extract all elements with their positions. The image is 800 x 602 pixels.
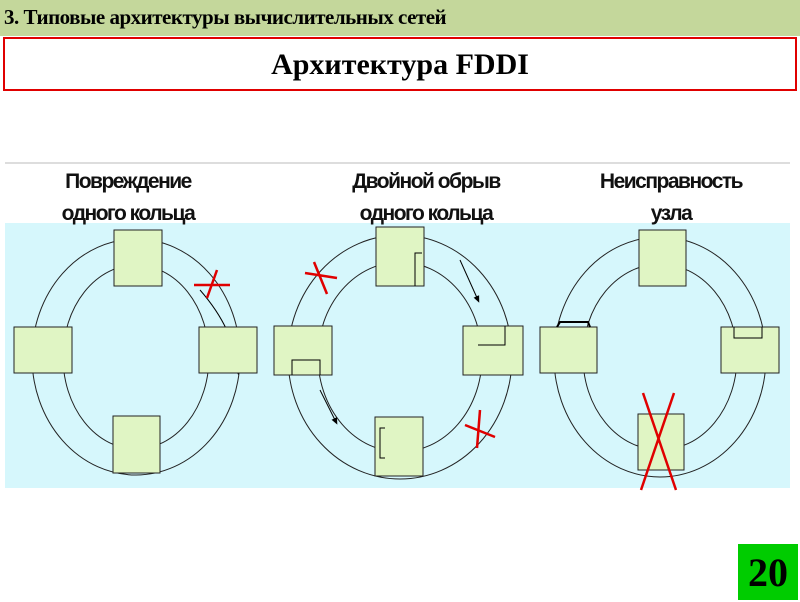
- node: [198, 326, 258, 374]
- wrap-path: [733, 327, 763, 339]
- wrap-path: [556, 321, 591, 328]
- node: [374, 416, 424, 477]
- node: [113, 229, 163, 287]
- caption-3-line2: узла: [651, 202, 693, 225]
- caption-2-line1: Двойной обрыв: [352, 170, 501, 193]
- wrap-path: [291, 359, 321, 375]
- caption-1-line2: одного кольца: [62, 202, 196, 225]
- section-title: 3. Типовые архитектуры вычислительных се…: [4, 5, 447, 29]
- slide-title: Архитектура FDDI: [271, 48, 529, 81]
- node: [375, 226, 425, 287]
- section-header: 3. Типовые архитектуры вычислительных се…: [0, 0, 800, 36]
- caption-1-line1: Повреждение: [65, 170, 192, 193]
- flow-arrow: [319, 389, 338, 425]
- fault-mark: [639, 392, 678, 491]
- failed-node: [637, 413, 685, 471]
- node: [638, 229, 687, 287]
- node: [13, 326, 73, 374]
- node: [720, 326, 780, 374]
- wrap-path: [478, 326, 506, 346]
- node: [462, 325, 524, 376]
- fault-mark: [464, 409, 496, 449]
- flow-arrow: [459, 259, 480, 303]
- fault-mark: [304, 261, 338, 295]
- page-number-badge: 20: [738, 544, 798, 600]
- fddi-diagram: Повреждение одного кольца Двойной обрыв …: [5, 162, 790, 491]
- fault-mark: [194, 269, 230, 299]
- caption-3-line1: Неисправность: [600, 170, 744, 193]
- node: [539, 326, 598, 374]
- wrap-path: [379, 427, 385, 459]
- page-number: 20: [748, 550, 788, 595]
- node: [273, 325, 333, 376]
- slide-title-box: Архитектура FDDI: [3, 37, 797, 91]
- wrap-path: [414, 252, 422, 286]
- node: [112, 415, 161, 474]
- caption-2-line2: одного кольца: [360, 202, 494, 225]
